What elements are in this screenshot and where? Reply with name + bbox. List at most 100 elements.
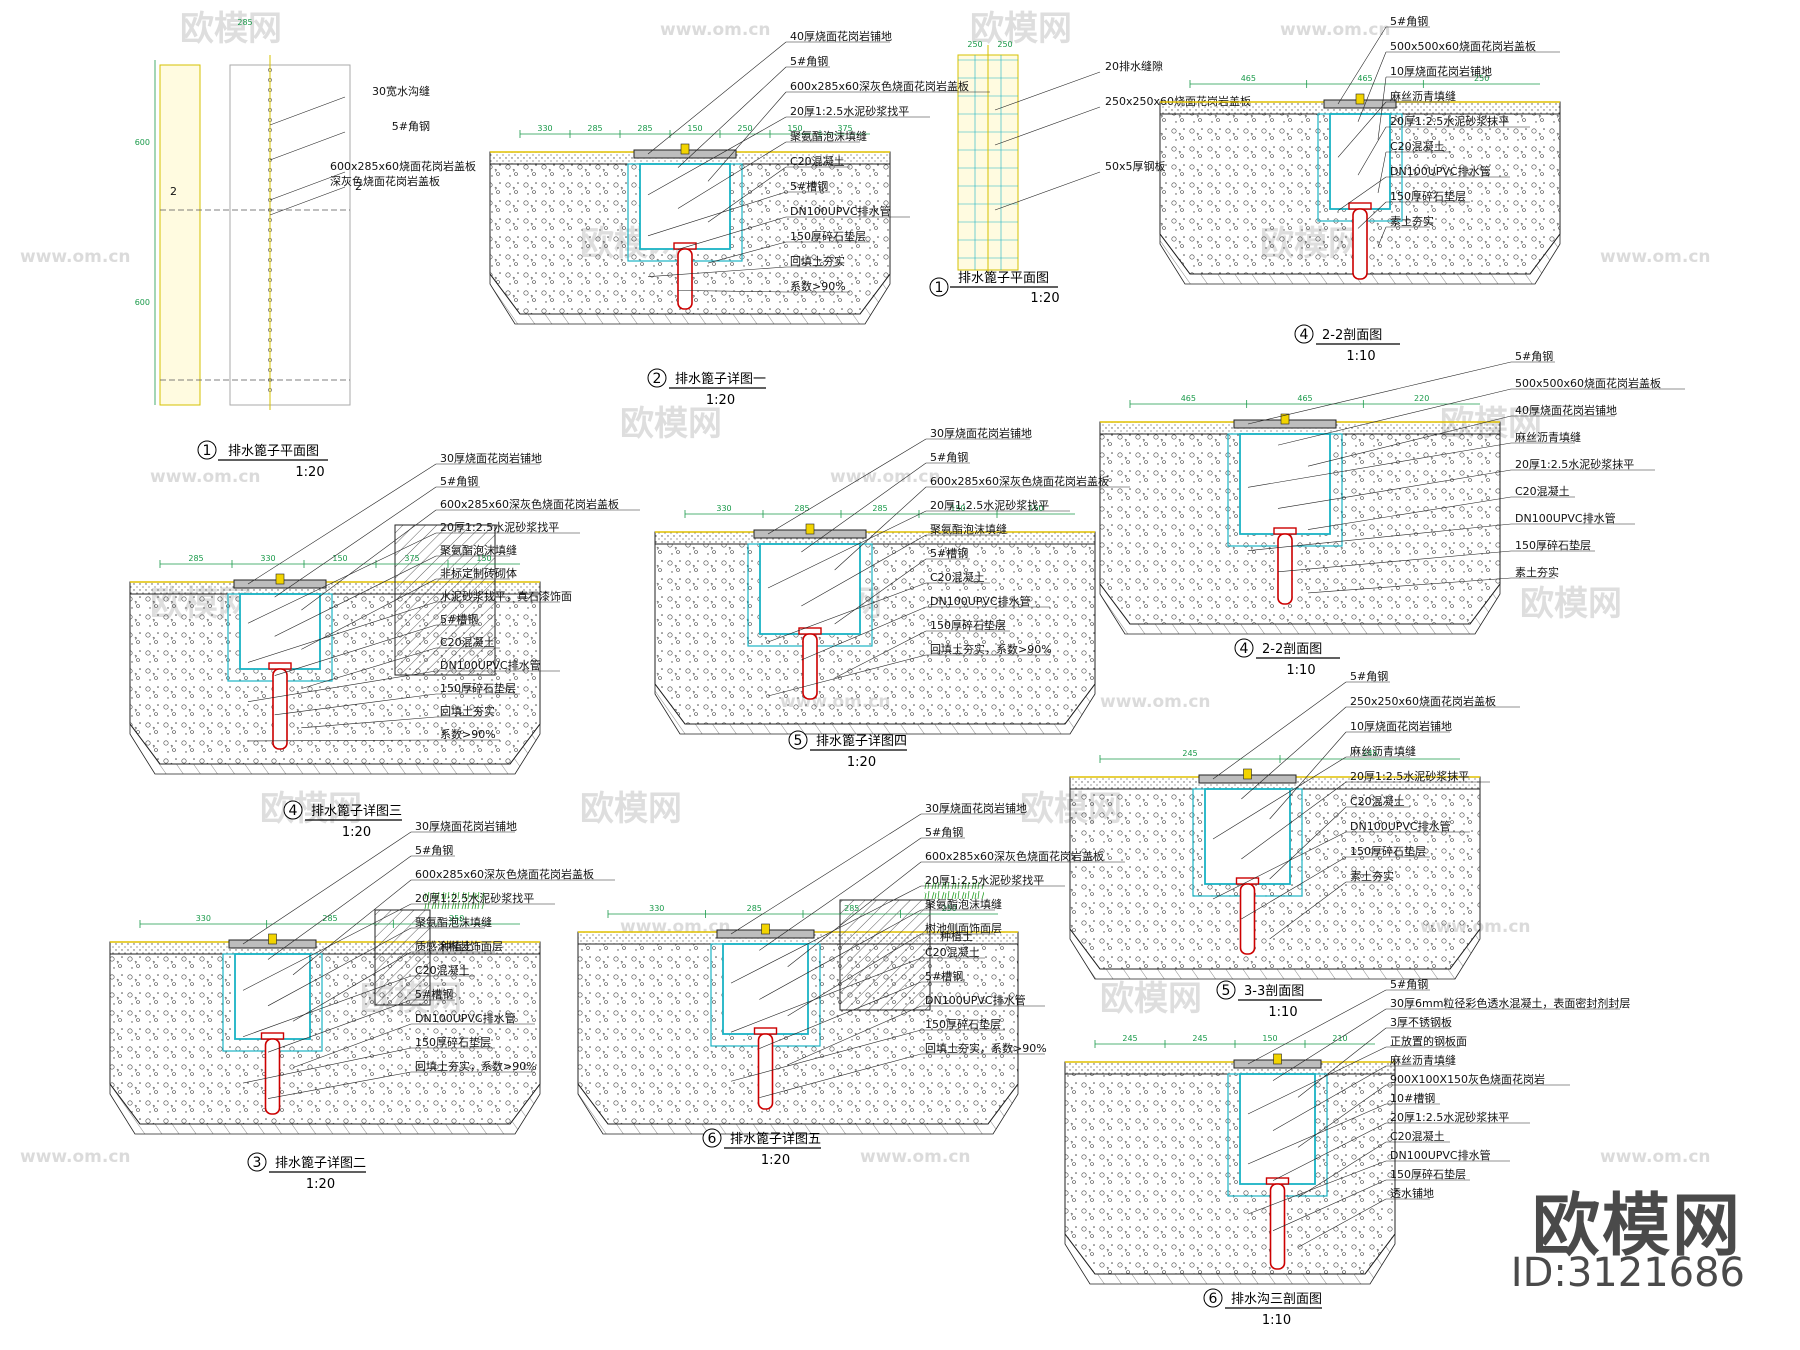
leader-line [707, 241, 787, 264]
detail-scale: 1:10 [1268, 1005, 1297, 1020]
detail-number-circle [702, 1128, 722, 1148]
callout-label: 50x5厚钢板 [1105, 159, 1166, 173]
callout-label: 30厚烧面花岗岩铺地 [440, 451, 542, 465]
callout-label: 系数>90% [440, 728, 496, 741]
angle-steel [805, 523, 815, 535]
detail-number-circle [788, 730, 808, 750]
drain-pipe [1269, 1183, 1286, 1270]
callout-label: 40厚烧面花岗岩铺地 [790, 29, 892, 43]
detail-number: 6 [1209, 1291, 1218, 1307]
leader-line [647, 191, 787, 237]
leader-line [677, 290, 787, 293]
leader-line [242, 903, 412, 991]
callout-label: 150厚碎石垫层 [925, 1017, 1001, 1031]
callout-label: 250x250x60烧面花岗岩盖板 [1350, 694, 1496, 708]
leader-line [647, 41, 787, 155]
watermark-url: www.om.cn [20, 1147, 131, 1167]
leader-line [1297, 1141, 1387, 1198]
leader-line [767, 582, 927, 643]
dimension-text: 465 [1297, 394, 1312, 403]
watermark-url: www.om.cn [150, 467, 261, 487]
callout-label: 素土夯实 [1390, 214, 1434, 228]
leader-line [1247, 1103, 1387, 1165]
detail-scale: 1:10 [1346, 349, 1375, 364]
leader-line [1212, 681, 1347, 780]
detail-title: 2-2剖面图 [1322, 328, 1382, 343]
leader-line [1377, 76, 1387, 140]
dimension-text: 285 [587, 124, 602, 133]
callout-label: 600x285x60深灰色烧面花岗岩盖板 [930, 474, 1109, 488]
dimension-text: 150 [332, 554, 347, 563]
callout-label: 500x500x60烧面花岗岩盖板 [1515, 376, 1661, 390]
callout-label: 40厚烧面花岗岩铺地 [1515, 403, 1617, 417]
leader-line [1247, 442, 1512, 488]
callout-label: 20厚1:2.5水泥砂浆抹平 [1390, 1110, 1509, 1124]
dimension-text: 285 [637, 124, 652, 133]
detail-number-circle [247, 1152, 267, 1172]
planting-soil-label: 种植土 [440, 939, 473, 953]
detail-title: 3-3剖面图 [1244, 984, 1304, 999]
callout-label: DN100UPVC排水管 [930, 594, 1031, 608]
callout-label: 150厚碎石垫层 [1390, 189, 1466, 203]
callout-label: 150厚碎石垫层 [1390, 1167, 1466, 1181]
hatched-wall [394, 524, 496, 676]
detail-scale: 1:20 [1030, 291, 1059, 306]
callout-label: 聚氨酯泡沫填缝 [440, 543, 517, 557]
leader-line [677, 141, 787, 209]
leader-line [267, 855, 412, 960]
compacted-soil-layer [1069, 927, 1481, 980]
watermark-url: www.om.cn [1600, 1147, 1711, 1167]
watermark-text: 欧模网 [1520, 584, 1622, 624]
dimension-text: 330 [537, 124, 552, 133]
dimension-text: 250 [942, 904, 957, 913]
leader-line [1269, 806, 1347, 880]
detail-number: 1 [935, 280, 944, 296]
callout-label: 5#角钢 [925, 826, 963, 839]
angle-steel [1243, 768, 1252, 780]
callout-label: 素土夯实 [1350, 869, 1394, 883]
callout-label: C20混凝土 [925, 945, 980, 959]
plan-dimension-text: 250 [997, 40, 1012, 49]
detail-number: 5 [794, 733, 803, 749]
callout-label: 5#角钢 [1390, 15, 1428, 28]
callout-label: C20混凝土 [930, 570, 985, 584]
leader-line [834, 486, 927, 571]
callout-label: 150厚碎石垫层 [440, 681, 516, 695]
leader-line [1269, 881, 1347, 940]
dimension-text: 250 [737, 124, 752, 133]
detail-scale: 1:20 [761, 1153, 790, 1168]
detail-scale: 1:20 [342, 825, 371, 840]
compacted-soil-layer [129, 722, 541, 775]
callout-label: 非标定制砖砌体 [440, 566, 517, 580]
leader-line [1277, 388, 1512, 446]
drain-pipe [264, 1038, 281, 1115]
leader-line [707, 91, 787, 182]
detail-title: 排水篦子详图五 [730, 1132, 821, 1147]
leader-line [292, 1023, 412, 1068]
callout-label: 10厚烧面花岗岩铺地 [1390, 64, 1492, 78]
callout-label: 150厚碎石垫层 [1515, 538, 1591, 552]
callout-label: 麻丝沥青填缝 [1515, 430, 1581, 444]
callout-label: DN100UPVC排水管 [1390, 1148, 1491, 1162]
detail-number: 1 [203, 443, 212, 459]
callout-label: 深灰色烧面花岗岩盖板 [330, 174, 440, 188]
leader-line [269, 131, 346, 161]
callout-label: 20厚1:2.5水泥砂浆抹平 [1515, 457, 1634, 471]
dimension-text: 150 [687, 124, 702, 133]
callout-label: 5#角钢 [930, 451, 968, 464]
watermark-text: 欧模网 [1100, 979, 1202, 1019]
leader-line [292, 879, 412, 976]
grass-symbol [924, 882, 984, 900]
leader-line [247, 532, 437, 624]
callout-label: C20混凝土 [790, 154, 845, 168]
dimension-text: 285 [844, 904, 859, 913]
dimension-text: 150 [950, 504, 965, 513]
callout-label: 20厚1:2.5水泥砂浆找平 [440, 520, 559, 534]
leader-line [767, 510, 927, 589]
compacted-soil-layer [489, 272, 891, 325]
